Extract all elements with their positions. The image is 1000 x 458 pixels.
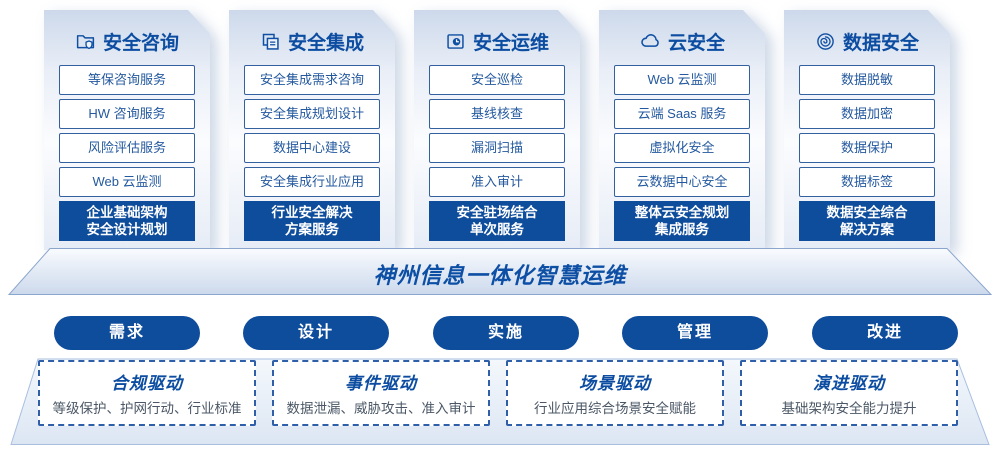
service-item: 数据中心建设 bbox=[244, 133, 380, 163]
service-item: 安全集成行业应用 bbox=[244, 167, 380, 197]
driver-title: 场景驱动 bbox=[579, 374, 651, 393]
column-items: Web 云监测 云端 Saas 服务 虚拟化安全 云数据中心安全 bbox=[599, 65, 765, 197]
card: 安全集成 安全集成需求咨询 安全集成规划设计 数据中心建设 安全集成行业应用 行… bbox=[229, 10, 395, 250]
service-item: 数据标签 bbox=[799, 167, 935, 197]
service-item: 云端 Saas 服务 bbox=[614, 99, 750, 129]
process-pill-demand: 需求 bbox=[54, 316, 200, 350]
driver-title: 事件驱动 bbox=[345, 374, 417, 393]
service-item: 漏洞扫描 bbox=[429, 133, 565, 163]
column-security-consulting: 安全咨询 等保咨询服务 HW 咨询服务 风险评估服务 Web 云监测 企业基础架… bbox=[44, 10, 210, 250]
column-title: 安全集成 bbox=[229, 10, 395, 54]
column-items: 等保咨询服务 HW 咨询服务 风险评估服务 Web 云监测 bbox=[44, 65, 210, 197]
column-footer: 企业基础架构 安全设计规划 bbox=[59, 201, 195, 241]
service-item: 基线核查 bbox=[429, 99, 565, 129]
cloud-icon bbox=[641, 34, 659, 47]
card: 安全咨询 等保咨询服务 HW 咨询服务 风险评估服务 Web 云监测 企业基础架… bbox=[44, 10, 210, 250]
driver-desc: 数据泄漏、威胁攻击、准入审计 bbox=[286, 401, 476, 416]
driver-title: 合规驱动 bbox=[111, 374, 183, 393]
service-item: 准入审计 bbox=[429, 167, 565, 197]
banner-platform-shape bbox=[7, 248, 993, 295]
driver-evolution: 演进驱动 基础架构安全能力提升 bbox=[740, 360, 958, 426]
card: 安全运维 安全巡检 基线核查 漏洞扫描 准入审计 安全驻场结合 单次服务 bbox=[414, 10, 580, 250]
column-footer: 整体云安全规划 集成服务 bbox=[614, 201, 750, 241]
process-pill-manage: 管理 bbox=[622, 316, 768, 350]
service-item: 云数据中心安全 bbox=[614, 167, 750, 197]
process-pill-implement: 实施 bbox=[433, 316, 579, 350]
column-footer: 安全驻场结合 单次服务 bbox=[429, 201, 565, 241]
folder-shield-icon bbox=[76, 34, 95, 49]
service-item: 安全集成需求咨询 bbox=[244, 65, 380, 95]
service-item: 等保咨询服务 bbox=[59, 65, 195, 95]
banner-title: 神州信息一体化智慧运维 bbox=[373, 263, 627, 288]
column-footer: 行业安全解决 方案服务 bbox=[244, 201, 380, 241]
driver-scenario: 场景驱动 行业应用综合场景安全赋能 bbox=[506, 360, 724, 426]
service-item: Web 云监测 bbox=[614, 65, 750, 95]
driver-desc: 基础架构安全能力提升 bbox=[781, 401, 917, 416]
data-spiral-icon bbox=[817, 32, 834, 50]
column-title-label: 安全集成 bbox=[287, 32, 364, 54]
service-item: 安全巡检 bbox=[429, 65, 565, 95]
column-footer: 数据安全综合 解决方案 bbox=[799, 201, 935, 241]
driver-desc: 行业应用综合场景安全赋能 bbox=[534, 401, 696, 416]
column-title: 数据安全 bbox=[784, 10, 950, 54]
column-title-label: 数据安全 bbox=[842, 32, 919, 54]
copy-documents-icon bbox=[262, 33, 279, 50]
column-items: 数据脱敏 数据加密 数据保护 数据标签 bbox=[784, 65, 950, 197]
driver-compliance: 合规驱动 等级保护、护网行动、行业标准 bbox=[38, 360, 256, 426]
process-pill-design: 设计 bbox=[243, 316, 389, 350]
service-item: 虚拟化安全 bbox=[614, 133, 750, 163]
card: 数据安全 数据脱敏 数据加密 数据保护 数据标签 数据安全综合 解决方案 bbox=[784, 10, 950, 250]
column-title: 云安全 bbox=[599, 10, 765, 54]
column-data-security: 数据安全 数据脱敏 数据加密 数据保护 数据标签 数据安全综合 解决方案 bbox=[784, 10, 950, 250]
column-title-label: 云安全 bbox=[667, 32, 725, 54]
column-items: 安全集成需求咨询 安全集成规划设计 数据中心建设 安全集成行业应用 bbox=[229, 65, 395, 197]
driver-incident: 事件驱动 数据泄漏、威胁攻击、准入审计 bbox=[272, 360, 490, 426]
column-security-operations: 安全运维 安全巡检 基线核查 漏洞扫描 准入审计 安全驻场结合 单次服务 bbox=[414, 10, 580, 250]
service-item: HW 咨询服务 bbox=[59, 99, 195, 129]
driver-title: 演进驱动 bbox=[813, 374, 885, 393]
process-pill-improve: 改进 bbox=[812, 316, 958, 350]
service-item: Web 云监测 bbox=[59, 167, 195, 197]
card: 云安全 Web 云监测 云端 Saas 服务 虚拟化安全 云数据中心安全 整体云… bbox=[599, 10, 765, 250]
column-title-label: 安全运维 bbox=[472, 32, 549, 54]
column-cloud-security: 云安全 Web 云监测 云端 Saas 服务 虚拟化安全 云数据中心安全 整体云… bbox=[599, 10, 765, 250]
column-title: 安全咨询 bbox=[44, 10, 210, 54]
service-item: 数据保护 bbox=[799, 133, 935, 163]
column-security-integration: 安全集成 安全集成需求咨询 安全集成规划设计 数据中心建设 安全集成行业应用 行… bbox=[229, 10, 395, 250]
folder-clock-icon bbox=[447, 33, 464, 49]
column-title-label: 安全咨询 bbox=[102, 32, 179, 54]
service-item: 数据加密 bbox=[799, 99, 935, 129]
driver-desc: 等级保护、护网行动、行业标准 bbox=[52, 401, 242, 416]
service-item: 安全集成规划设计 bbox=[244, 99, 380, 129]
column-title: 安全运维 bbox=[414, 10, 580, 54]
service-item: 风险评估服务 bbox=[59, 133, 195, 163]
column-items: 安全巡检 基线核查 漏洞扫描 准入审计 bbox=[414, 65, 580, 197]
service-item: 数据脱敏 bbox=[799, 65, 935, 95]
